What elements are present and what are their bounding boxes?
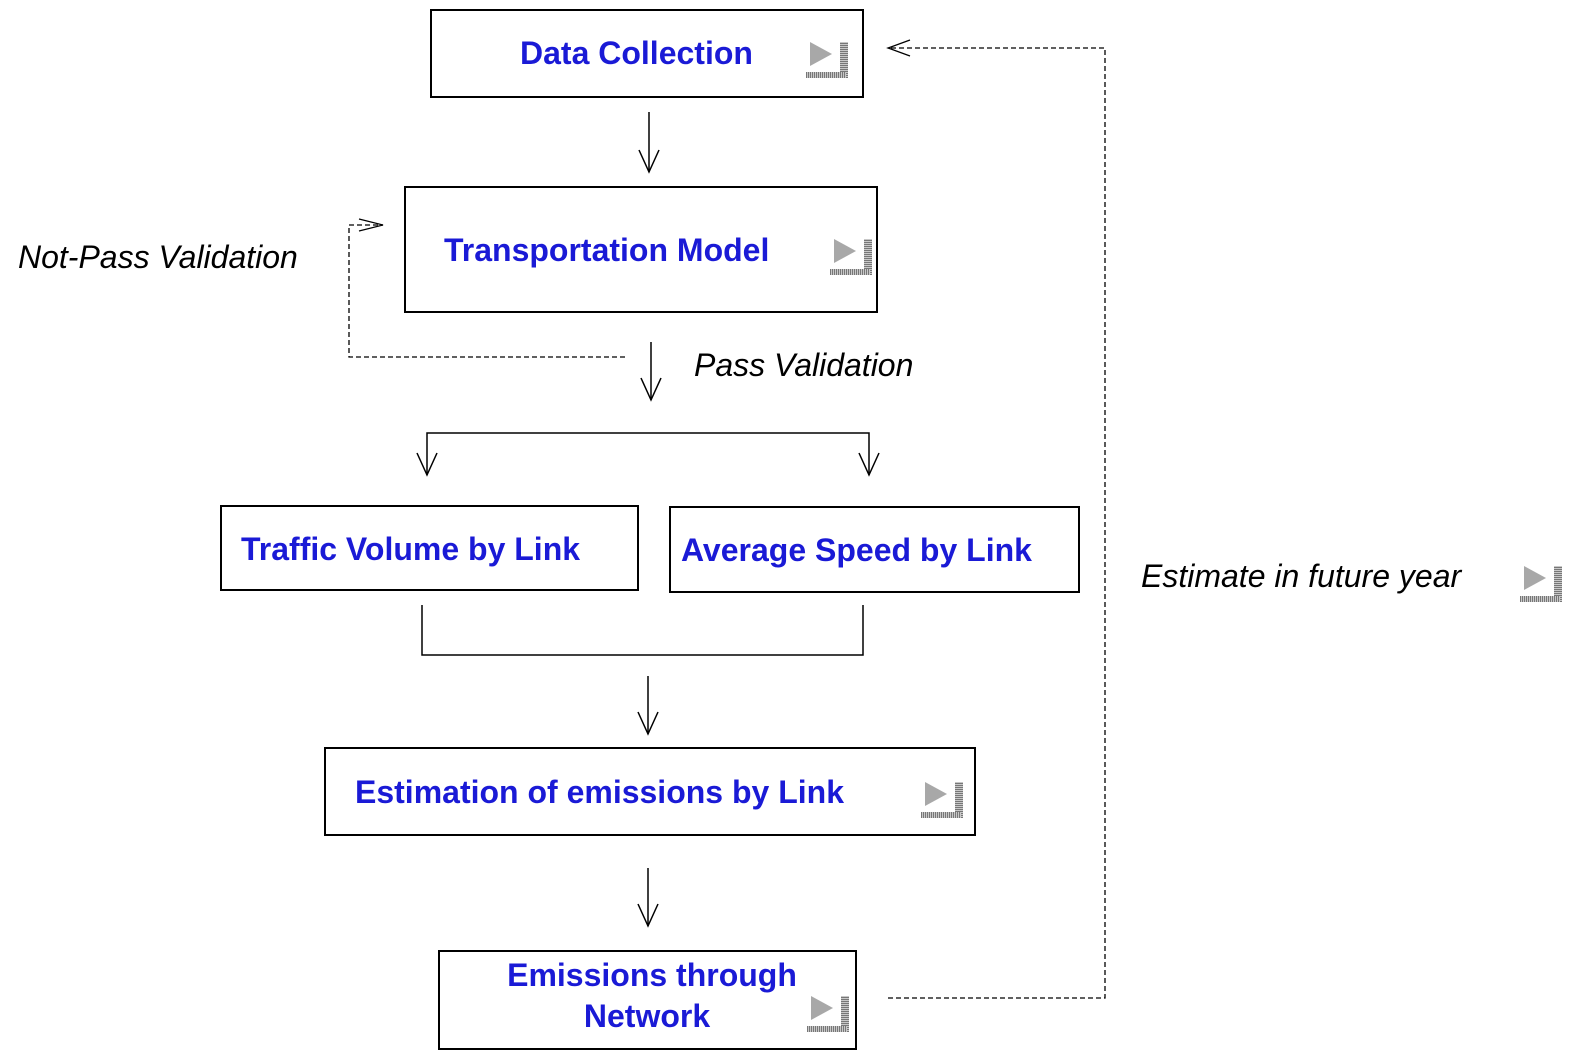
button-shadow-right — [841, 996, 849, 1032]
button-shadow-right — [840, 42, 848, 78]
arrowhead-future-year — [886, 39, 911, 57]
emissions-network-title-line1: Emissions through — [507, 957, 797, 993]
future-year-loop — [888, 47, 1106, 999]
data-collection-title: Data Collection — [520, 35, 753, 71]
estimation-emissions-action-button[interactable] — [915, 776, 965, 820]
arrowhead-not-pass — [358, 218, 384, 232]
transportation-model-action-button[interactable] — [824, 233, 874, 277]
transportation-model-title: Transportation Model — [444, 232, 770, 268]
play-triangle-icon — [810, 42, 832, 66]
button-shadow-right — [955, 782, 963, 818]
future-year-action-button[interactable] — [1514, 560, 1564, 604]
transportation-model-box — [404, 186, 878, 313]
estimation-emissions-title: Estimation of emissions by Link — [355, 774, 844, 810]
arrowhead-data-to-model — [638, 149, 660, 174]
arrowhead-model-pass — [640, 377, 662, 402]
button-shadow-bottom — [921, 812, 961, 818]
button-shadow-bottom — [806, 72, 846, 78]
play-triangle-icon — [925, 782, 947, 806]
button-shadow-right — [864, 239, 872, 275]
traffic-volume-title: Traffic Volume by Link — [241, 531, 581, 567]
arrowhead-merge-to-estimation — [637, 711, 659, 736]
arrowhead-to-traffic — [416, 452, 438, 477]
traffic-volume-box — [220, 505, 639, 591]
split-bracket — [426, 432, 870, 475]
arrowhead-estimation-to-network — [637, 903, 659, 928]
average-speed-title: Average Speed by Link — [681, 532, 1032, 568]
play-triangle-icon — [811, 996, 833, 1020]
play-triangle-icon — [1524, 566, 1546, 590]
data-collection-action-button[interactable] — [800, 36, 850, 80]
estimation-emissions-box — [324, 747, 976, 836]
pass-validation-label: Pass Validation — [694, 347, 914, 383]
emissions-network-title-line2: Network — [583, 998, 711, 1034]
estimate-future-year-label: Estimate in future year — [1141, 558, 1462, 594]
button-shadow-bottom — [807, 1026, 847, 1032]
arrowhead-to-speed — [858, 452, 880, 477]
not-pass-loop — [348, 224, 625, 358]
emissions-network-box — [438, 950, 857, 1050]
merge-bracket — [421, 605, 864, 656]
average-speed-box — [669, 506, 1080, 593]
data-collection-box — [430, 9, 864, 98]
button-shadow-bottom — [1520, 596, 1560, 602]
emissions-network-action-button[interactable] — [801, 990, 851, 1034]
button-shadow-right — [1554, 566, 1562, 602]
button-shadow-bottom — [830, 269, 870, 275]
not-pass-validation-label: Not-Pass Validation — [18, 239, 298, 275]
play-triangle-icon — [834, 239, 856, 263]
